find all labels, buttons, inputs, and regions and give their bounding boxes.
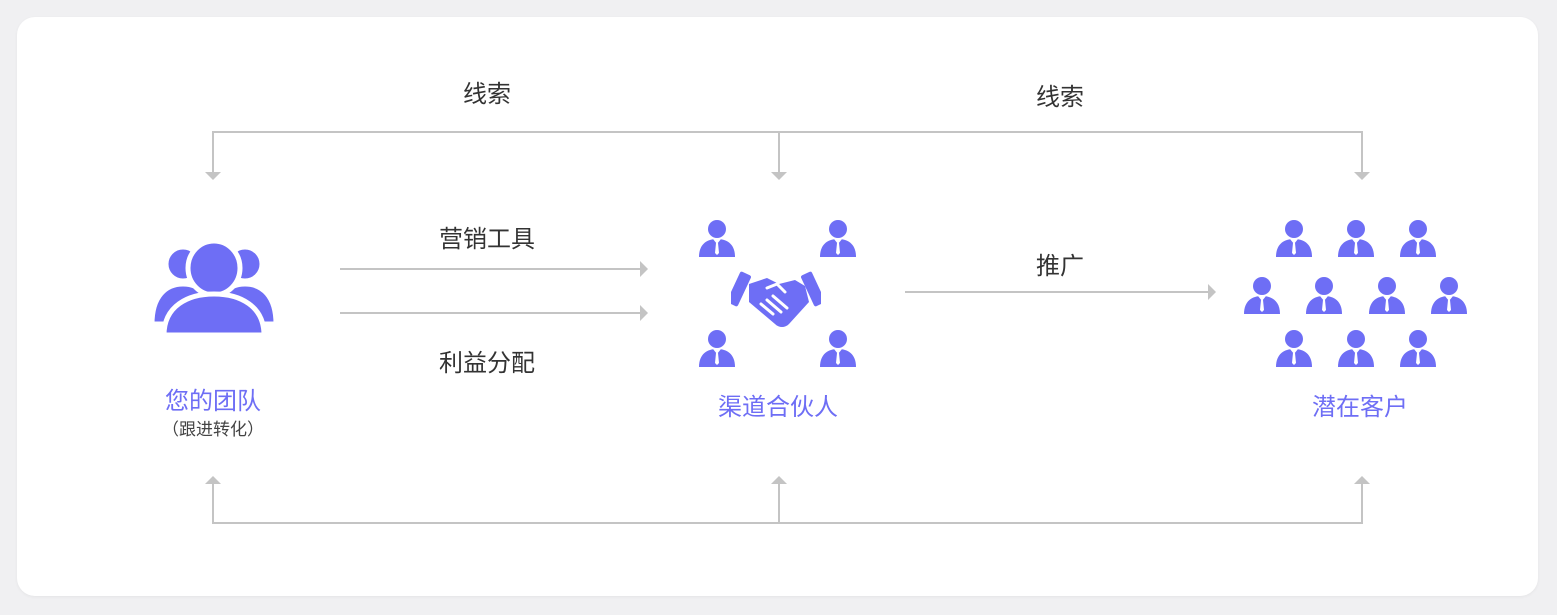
profit-sharing-label: 利益分配: [439, 349, 535, 377]
arrowhead-down-team: [205, 172, 221, 180]
lead-label-right: 线索: [1036, 83, 1084, 111]
team-sublabel: （跟进转化）: [162, 420, 264, 440]
arrowhead-right-profit: [640, 305, 648, 321]
businessman-icon: [1275, 329, 1313, 367]
businessman-icon: [1337, 219, 1375, 257]
arrowhead-down-customers: [1354, 172, 1370, 180]
arrowhead-up-partners: [771, 476, 787, 484]
businessman-icon: [698, 219, 736, 257]
arrowhead-up-team: [205, 476, 221, 484]
businessman-icon: [1399, 329, 1437, 367]
lead-label-left: 线索: [463, 80, 511, 108]
promotion-label: 推广: [1036, 252, 1084, 280]
arrowhead-down-partners: [771, 172, 787, 180]
businessman-icon: [698, 329, 736, 367]
top-connector: [212, 131, 1363, 172]
arrowhead-right-promo: [1208, 284, 1216, 300]
businessman-icon: [1275, 219, 1313, 257]
businessman-icon: [1399, 219, 1437, 257]
customers-label: 潜在客户: [1312, 393, 1408, 421]
partners-label: 渠道合伙人: [718, 393, 838, 421]
businessman-icon: [819, 329, 857, 367]
arrowhead-up-customers: [1354, 476, 1370, 484]
bottom-connector: [212, 484, 1363, 524]
businessman-icon: [1243, 276, 1281, 314]
businessman-icon: [819, 219, 857, 257]
marketing-tools-label: 营销工具: [439, 225, 535, 253]
businessman-icon: [1430, 276, 1468, 314]
businessman-icon: [1337, 329, 1375, 367]
handshake-icon: [731, 271, 821, 327]
businessman-icon: [1368, 276, 1406, 314]
businessman-icon: [1305, 276, 1343, 314]
user-group-icon: [150, 240, 278, 336]
arrowhead-right-tools: [640, 261, 648, 277]
team-label: 您的团队: [165, 387, 261, 415]
